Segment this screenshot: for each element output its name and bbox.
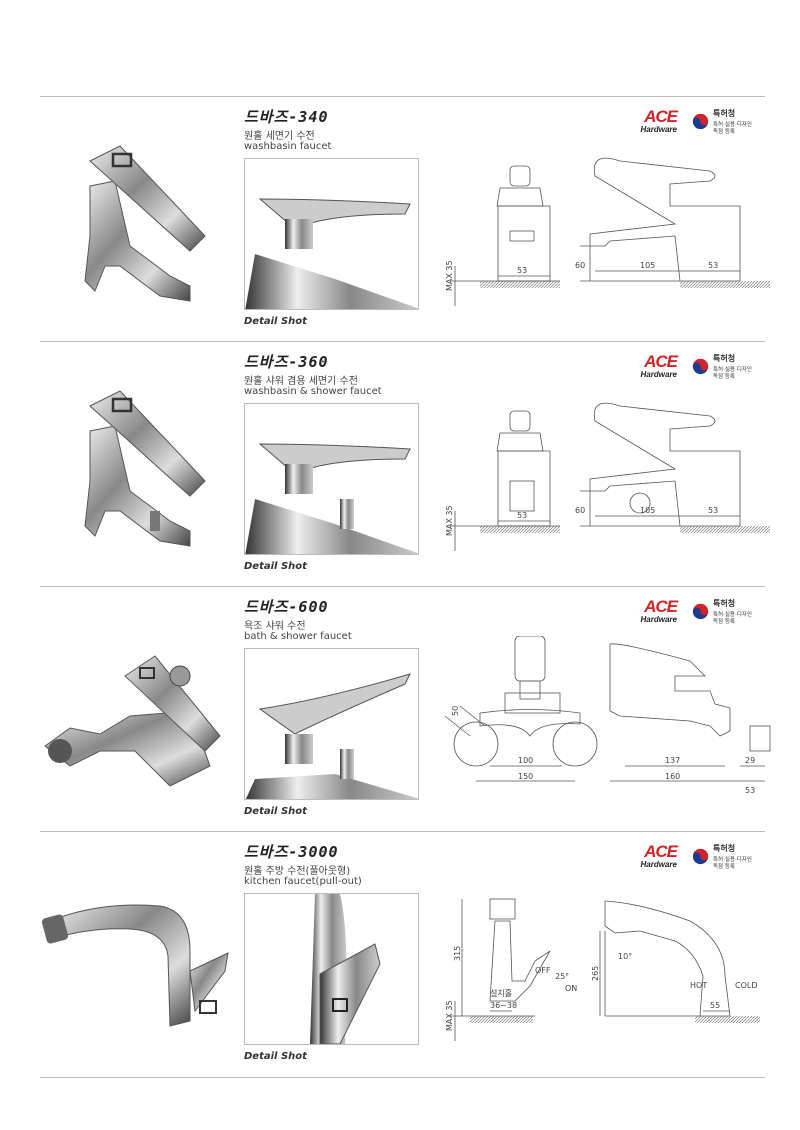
ace-logo-text: ACE — [644, 107, 678, 126]
taegeuk-icon — [692, 358, 709, 375]
ace-logo-sub: Hardware — [640, 370, 677, 379]
dimension-label: OFF — [535, 966, 551, 975]
divider — [40, 586, 765, 587]
dimension-label: 160 — [665, 772, 680, 781]
ace-logo-sub: Hardware — [640, 615, 677, 624]
detail-shot-image — [244, 893, 419, 1045]
patent-line1: 특허·실용·디자인 — [713, 122, 752, 128]
model-name: 드바즈-3000 — [244, 843, 339, 861]
model-name: 드바즈-600 — [244, 598, 329, 616]
dimension-label: 315 — [453, 946, 462, 961]
patent-title: 특허청 — [713, 599, 736, 608]
patent-line1: 특허·실용·디자인 — [713, 612, 752, 618]
divider — [40, 96, 765, 97]
product-name-english: washbasin faucet — [244, 141, 332, 152]
ace-logo-text: ACE — [644, 597, 678, 616]
product-name-english: kitchen faucet(pull-out) — [244, 876, 362, 887]
model-name: 드바즈-340 — [244, 108, 329, 126]
dimension-label: 55 — [710, 1001, 720, 1010]
patent-title: 특허청 — [713, 354, 736, 363]
dimension-label: 265 — [591, 966, 600, 981]
detail-shot-image — [244, 403, 419, 555]
dimension-label: 53 — [517, 266, 527, 275]
dimension-label: 105 — [640, 506, 655, 515]
dimension-label: 53 — [745, 786, 755, 795]
product-name-korean: 원홀 샤워 겸용 세면기 수전 — [244, 376, 358, 387]
patent-line1: 특허·실용·디자인 — [713, 367, 752, 373]
dimension-label: 137 — [665, 756, 680, 765]
patent-line1: 특허·실용·디자인 — [713, 857, 752, 863]
dimension-label: MAX 35 — [445, 260, 454, 291]
product-image — [40, 126, 230, 306]
product-image — [40, 371, 230, 551]
product-section: 드바즈-600 욕조 샤워 수전 bath & shower faucet De… — [0, 586, 800, 831]
ace-logo-sub: Hardware — [640, 860, 677, 869]
patent-office-logo: 특허청 특허·실용·디자인 독점 등록 — [692, 598, 772, 628]
patent-office-logo: 특허청 특허·실용·디자인 독점 등록 — [692, 108, 772, 138]
detail-shot-label: Detail Shot — [244, 806, 307, 817]
detail-shot-label: Detail Shot — [244, 561, 307, 572]
patent-office-logo: 특허청 특허·실용·디자인 독점 등록 — [692, 353, 772, 383]
product-image — [40, 861, 230, 1041]
dimension-label: 150 — [518, 772, 533, 781]
patent-line2: 독점 등록 — [713, 619, 735, 625]
dimension-label: 25° — [555, 972, 569, 981]
dimension-label: 60 — [575, 261, 585, 270]
detail-shot-label: Detail Shot — [244, 1051, 307, 1062]
dimension-label: MAX 35 — [445, 1000, 454, 1031]
product-image — [40, 616, 230, 796]
detail-shot-image — [244, 648, 419, 800]
product-section: 드바즈-340 원홀 세면기 수전 washbasin faucet Detai… — [0, 96, 800, 341]
dimension-label: ON — [565, 984, 577, 993]
dimension-label: 설치홀 — [490, 988, 512, 998]
ace-logo-sub: Hardware — [640, 125, 677, 134]
product-name-english: bath & shower faucet — [244, 631, 352, 642]
dimension-label: 53 — [517, 511, 527, 520]
taegeuk-icon — [692, 603, 709, 620]
patent-line2: 독점 등록 — [713, 129, 735, 135]
dimension-drawing: 50 100 150 137 160 29 53 — [440, 635, 780, 806]
model-name: 드바즈-360 — [244, 353, 329, 371]
divider — [40, 341, 765, 342]
dimension-label: 53 — [708, 261, 718, 270]
dimension-label: 100 — [518, 756, 533, 765]
patent-line2: 독점 등록 — [713, 864, 735, 870]
product-name-korean: 원홀 주방 수전(풀아웃형) — [244, 866, 351, 877]
patent-office-logo: 특허청 특허·실용·디자인 독점 등록 — [692, 843, 772, 873]
dimension-label: HOT — [690, 981, 707, 990]
divider — [40, 831, 765, 832]
ace-logo-text: ACE — [644, 842, 678, 861]
dimension-label: 29 — [745, 756, 755, 765]
taegeuk-icon — [692, 848, 709, 865]
dimension-label: 10° — [618, 952, 632, 961]
dimension-label: COLD — [735, 981, 758, 990]
taegeuk-icon — [692, 113, 709, 130]
dimension-label: 36~38 — [490, 1001, 517, 1010]
product-name-english: washbasin & shower faucet — [244, 386, 382, 397]
dimension-label: 105 — [640, 261, 655, 270]
detail-shot-label: Detail Shot — [244, 316, 307, 327]
patent-title: 특허청 — [713, 109, 736, 118]
patent-line2: 독점 등록 — [713, 374, 735, 380]
detail-shot-image — [244, 158, 419, 310]
ace-logo-text: ACE — [644, 352, 678, 371]
patent-title: 특허청 — [713, 844, 736, 853]
dimension-label: 60 — [575, 506, 585, 515]
dimension-label: MAX 35 — [445, 505, 454, 536]
divider — [40, 1077, 765, 1078]
product-section: 드바즈-3000 원홀 주방 수전(풀아웃형) kitchen faucet(p… — [0, 831, 800, 1076]
product-name-korean: 원홀 세면기 수전 — [244, 131, 315, 142]
dimension-drawing: MAX 35 53 60 105 53 — [440, 391, 780, 561]
dimension-label: 50 — [451, 706, 460, 716]
dimension-label: 53 — [708, 506, 718, 515]
product-section: 드바즈-360 원홀 샤워 겸용 세면기 수전 washbasin & show… — [0, 341, 800, 586]
dimension-drawing: MAX 35 53 60 105 53 — [440, 146, 780, 316]
product-name-korean: 욕조 샤워 수전 — [244, 621, 306, 632]
